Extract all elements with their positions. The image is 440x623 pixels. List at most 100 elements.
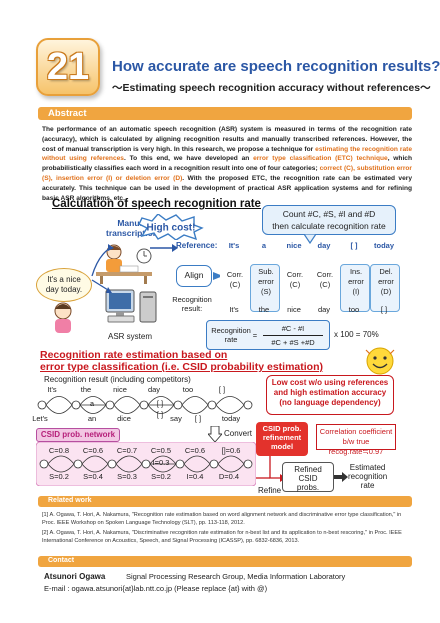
result-word: too [348, 305, 360, 314]
poster-number-badge: 21 [36, 38, 100, 96]
err-l1: Corr. [316, 270, 334, 279]
rate-result: x 100 = 70% [334, 330, 379, 339]
result-word: nice [287, 305, 301, 314]
estimation-title-2: error type classification (i.e. CSID pro… [40, 361, 323, 373]
err-l2: error [378, 277, 394, 286]
lattice-word: too [182, 385, 194, 394]
refined-csid-probs: Refined CSID probs. [282, 462, 334, 492]
s-prob: S=0.2 [151, 472, 171, 481]
s-prob: S=0.4 [83, 472, 103, 481]
lattice-word: an [87, 414, 97, 423]
c-prob: C=0.6 [184, 446, 206, 455]
contact-header: Contact [38, 556, 412, 567]
word-lattice [37, 396, 253, 414]
result-word: It's [229, 305, 239, 314]
result-label-2: result: [181, 304, 203, 313]
contact-affiliation: Signal Processing Research Group, Media … [126, 572, 346, 581]
abstract-text: The performance of an automatic speech r… [42, 125, 412, 203]
est-line-3: rate [360, 481, 375, 490]
low-cost-line-1: Low cost w/o using references [271, 378, 389, 387]
reference-word: It's [228, 241, 240, 250]
err-l1: Ins. [349, 267, 363, 276]
est-line-1: Estimated [349, 463, 386, 472]
lattice-word: Let's [32, 414, 48, 423]
lattice-word: [ ] [156, 410, 164, 419]
manual-transcription-label: Manual transcription [106, 218, 158, 238]
estimate-arrow-icon [334, 472, 348, 482]
reference-word: nice [286, 241, 302, 250]
err-l2: (C) [319, 280, 331, 289]
s-prob: S=0.2 [49, 472, 69, 481]
lattice-word: [ ] [194, 414, 202, 423]
bubble-line-2: day today. [45, 285, 83, 294]
reference-label: Reference: [176, 241, 218, 250]
abstract-highlight: error type classification (ETC) techniqu… [253, 155, 388, 163]
abstract-part: . With the proposed ETC, the recognition… [42, 174, 412, 202]
rate-label-1: Recognition [211, 326, 251, 335]
correlation-box: Correlation coefficient b/w true recog.r… [316, 424, 396, 456]
page-subtitle: ～Estimating speech recognition accuracy … [112, 82, 431, 94]
s-prob: S=0.3 [117, 472, 137, 481]
low-cost-line-2: and high estimation accuracy [273, 388, 387, 397]
speech-bubble: It's a nice day today. [36, 268, 92, 302]
corr-line-1: Correlation coefficient [319, 427, 393, 436]
result-word: [ ] [380, 305, 388, 314]
c-prob: C=0.7 [116, 446, 138, 455]
smiley-icon [365, 347, 395, 375]
lattice-word: the [80, 385, 92, 394]
related-ref-1: [1] A. Ogawa, T. Hori, A. Nakamura, "Rec… [42, 512, 402, 526]
result-word: day [317, 305, 331, 314]
flow-arrows [91, 244, 178, 293]
contact-name: Atsunori Ogawa [44, 572, 106, 581]
err-l2: (C) [229, 280, 241, 289]
asr-system-label: ASR system [108, 332, 153, 341]
err-l1: Del. [379, 267, 393, 276]
lattice-word: day [147, 385, 161, 394]
error-class: Corr.(C) [220, 264, 250, 312]
count-line-1: Count #C, #S, #I and #D [282, 209, 376, 219]
low-cost-callout: Low cost w/o using references and high e… [266, 375, 394, 415]
err-l3: (D) [380, 287, 392, 296]
calc-section-title: Calculation of speech recognition rate [52, 198, 261, 210]
low-cost-line-3: (no language dependency) [279, 398, 381, 407]
c-prob: C=0.6 [82, 446, 104, 455]
related-work-header: Related work [38, 496, 412, 507]
high-cost-text: High cost! [147, 223, 196, 234]
i-prob: I=0.3 [152, 458, 170, 467]
refine-model-2: refinement [262, 433, 302, 442]
computer-icon [105, 289, 157, 323]
err-l3: (S) [261, 287, 271, 296]
page-title: How accurate are speech recognition resu… [112, 58, 440, 75]
bubble-line-1: It's a nice [47, 275, 81, 284]
align-step: Align [176, 265, 212, 287]
csid-network [36, 442, 256, 486]
refine-model-3: model [270, 442, 294, 451]
err-l3: (I) [352, 287, 360, 296]
estimation-section-title: Recognition rate estimation based on err… [40, 349, 323, 373]
count-callout: Count #C, #S, #I and #D then calculate r… [262, 205, 396, 235]
err-l2: error [348, 277, 364, 286]
err-l1: Corr. [226, 270, 244, 279]
contact-heading: Contact [48, 557, 75, 564]
s-prob: I=0.4 [186, 472, 204, 481]
related-heading: Related work [48, 497, 92, 504]
lattice-word: [ ] [218, 385, 226, 394]
equals-sign: = [252, 331, 258, 340]
count-line-2: then calculate recognition rate [272, 221, 386, 231]
lattice-word: today [221, 414, 241, 423]
lattice-word: dice [117, 414, 131, 423]
estimated-rate-label: Estimated recognition rate [348, 463, 387, 490]
refined-line-2: CSID [298, 474, 318, 483]
refined-line-1: Refined [294, 465, 322, 474]
convert-label: Convert [224, 429, 253, 438]
abstract-heading: Abstract [48, 108, 87, 119]
c-prob: C=0.8 [48, 446, 70, 455]
corr-line-2: b/w true recog.rate≒0.97 [328, 437, 384, 456]
contact-email[interactable]: E-mail : ogawa.atsunori{at}lab.ntt.co.jp… [44, 584, 268, 593]
abstract-part: , which probabilistically classifies eac… [42, 155, 412, 173]
csid-refinement-model: CSID prob. refinement model [256, 422, 308, 456]
refine-label: Refine [258, 486, 282, 495]
fraction-bar [263, 335, 323, 336]
